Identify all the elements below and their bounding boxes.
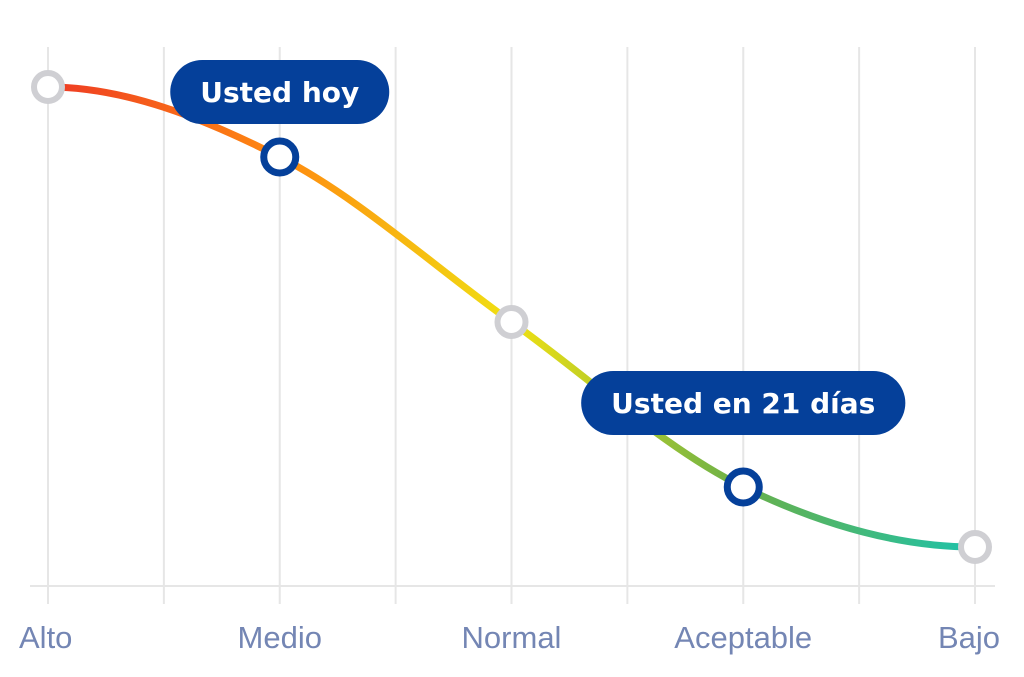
callout-bubble <box>581 371 906 435</box>
marker-aceptable <box>723 467 763 507</box>
x-tick-label: Medio <box>238 620 322 655</box>
x-tick-label: Bajo <box>938 620 1000 655</box>
marker-bajo <box>958 530 992 564</box>
callout-bubble <box>170 60 390 124</box>
x-tick-label: Alto <box>19 620 72 655</box>
x-tick-label: Aceptable <box>674 620 812 655</box>
callout-label: Usted hoy <box>200 76 359 109</box>
markers <box>31 70 992 564</box>
callout-2: Usted en 21 días <box>581 371 906 435</box>
x-tick-labels: Alto Medio Normal Aceptable Bajo <box>19 620 1000 655</box>
marker-normal <box>494 305 529 339</box>
x-tick-label: Normal <box>462 620 562 655</box>
callout-1: Usted hoy <box>170 60 390 124</box>
marker-alto <box>31 70 65 104</box>
callout-label: Usted en 21 días <box>611 387 875 420</box>
marker-medio <box>260 137 300 177</box>
